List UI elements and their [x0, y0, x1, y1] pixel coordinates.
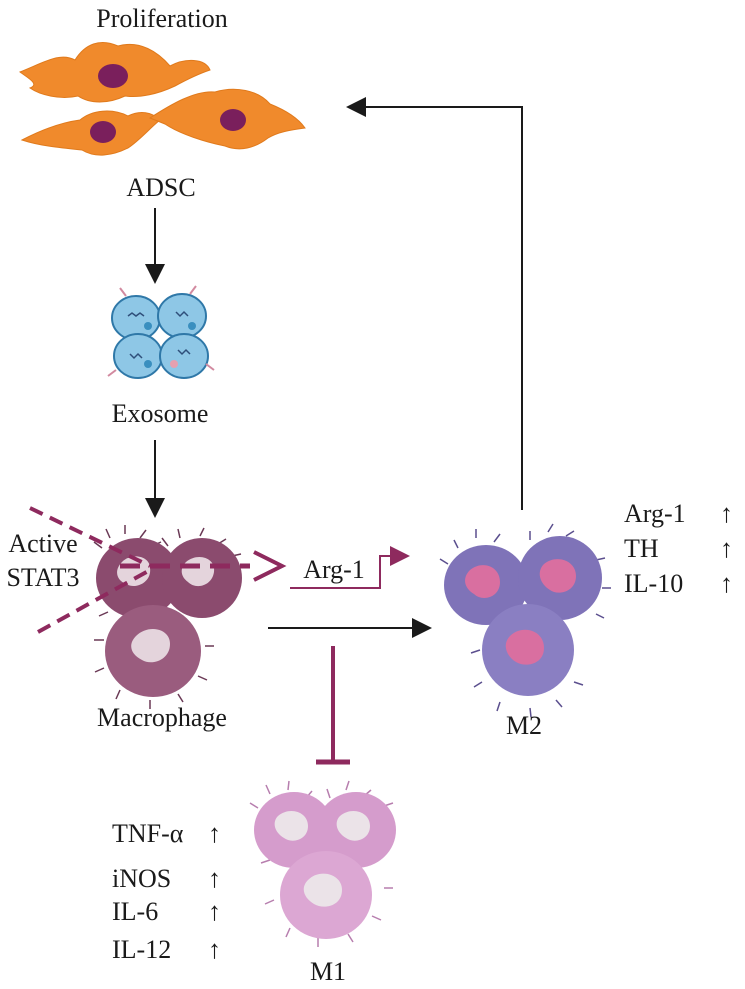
macrophage-cells	[93, 525, 242, 709]
label-arg1-mid: Arg-1	[303, 555, 365, 584]
label-exosome: Exosome	[112, 399, 209, 428]
label-adsc: ADSC	[126, 173, 195, 202]
m1-marker-name: IL-12	[112, 935, 171, 964]
m2-marker-arrow: ↑	[720, 534, 733, 563]
m1-marker-arrow: ↑	[208, 935, 221, 964]
label-stat3: STAT3	[6, 563, 79, 592]
m1-marker-list: TNF-α ↑ iNOS ↑ IL-6 ↑ IL-12 ↑	[112, 819, 221, 964]
m2-marker-name: Arg-1	[624, 499, 686, 528]
m2-marker-arrow: ↑	[720, 569, 733, 598]
m1-cells	[249, 780, 396, 947]
label-m1: M1	[310, 957, 346, 986]
stat3-arrowhead	[253, 550, 287, 582]
m1-marker-arrow: ↑	[208, 819, 221, 848]
m1-marker-arrow: ↑	[208, 864, 221, 893]
exosome-2	[157, 293, 207, 339]
exosome-4	[159, 333, 209, 379]
m2-marker-arrow: ↑	[720, 499, 733, 528]
m2-marker-name: TH	[624, 534, 659, 563]
adsc-nucleus-1	[98, 64, 128, 88]
stat3-activation-lines	[29, 506, 287, 634]
exosome-3	[113, 333, 163, 379]
arrow-m2-to-adsc	[346, 97, 523, 510]
label-m2: M2	[506, 711, 542, 740]
m1-marker-arrow: ↑	[208, 897, 221, 926]
label-macrophage: Macrophage	[97, 703, 227, 732]
m2-marker-list: Arg-1 ↑ TH ↑ IL-10 ↑	[624, 499, 733, 598]
adsc-nucleus-3	[220, 109, 246, 131]
m1-marker-name: IL-6	[112, 897, 158, 926]
adsc-cells	[18, 42, 306, 156]
arg1-gene-arrow	[290, 546, 410, 589]
adsc-nucleus-2	[90, 121, 116, 143]
m2-cells	[439, 523, 611, 718]
label-proliferation: Proliferation	[96, 4, 227, 33]
exosome-cluster	[107, 285, 215, 379]
m1-marker-name: iNOS	[112, 864, 171, 893]
m2-marker-name: IL-10	[624, 569, 683, 598]
m1-marker-name: TNF-α	[112, 819, 184, 848]
label-active: Active	[8, 529, 77, 558]
